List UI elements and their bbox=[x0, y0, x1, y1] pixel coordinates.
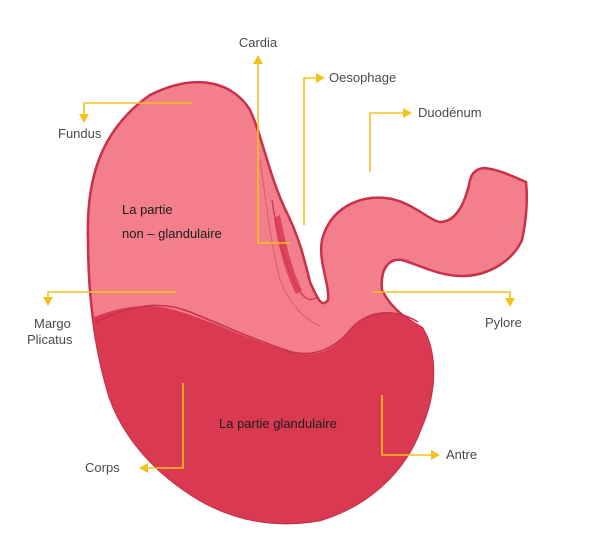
oesophage-arrowhead bbox=[316, 73, 325, 83]
label-oesophage: Oesophage bbox=[329, 70, 396, 85]
stomach-body bbox=[86, 80, 529, 525]
cardia-pointer bbox=[257, 62, 290, 244]
label-glandular: La partie glandulaire bbox=[219, 416, 337, 431]
corps-arrowhead bbox=[139, 463, 148, 473]
margo-plicatus-line bbox=[95, 304, 419, 355]
label-nonglandular-line2: non – glandulaire bbox=[122, 226, 222, 241]
pylore-arrowhead bbox=[505, 298, 515, 307]
inner-contour-line bbox=[259, 159, 321, 327]
margo-arrowhead bbox=[43, 297, 53, 306]
oesophage-pointer bbox=[303, 77, 318, 225]
label-nonglandular-line1: La partie bbox=[122, 202, 173, 217]
cardia-fold-strip bbox=[274, 215, 302, 294]
label-fundus: Fundus bbox=[58, 126, 102, 141]
pylore-pointer bbox=[372, 291, 511, 300]
label-antre: Antre bbox=[446, 447, 477, 462]
corps-pointer bbox=[146, 383, 184, 469]
region-labels: La partie non – glandulaire La partie gl… bbox=[122, 202, 337, 431]
duodenum-arrowhead bbox=[403, 108, 412, 118]
label-duodenum: Duodénum bbox=[418, 105, 482, 120]
outer-labels: Cardia Oesophage Duodénum Fundus Pylore … bbox=[27, 35, 522, 475]
margo-pointer bbox=[47, 291, 176, 299]
fundus-pointer bbox=[83, 102, 192, 116]
cardia-arrowhead bbox=[253, 55, 263, 64]
duodenum-pointer bbox=[369, 112, 405, 172]
fundus-arrowhead bbox=[79, 114, 89, 123]
antre-pointer bbox=[381, 395, 433, 456]
label-margo-line1: Margo bbox=[34, 316, 71, 331]
label-margo-line2: Plicatus bbox=[27, 332, 73, 347]
pointer-lines bbox=[43, 55, 515, 473]
label-corps: Corps bbox=[85, 460, 120, 475]
label-pylore: Pylore bbox=[485, 315, 522, 330]
label-cardia: Cardia bbox=[239, 35, 278, 50]
antre-arrowhead bbox=[431, 450, 440, 460]
